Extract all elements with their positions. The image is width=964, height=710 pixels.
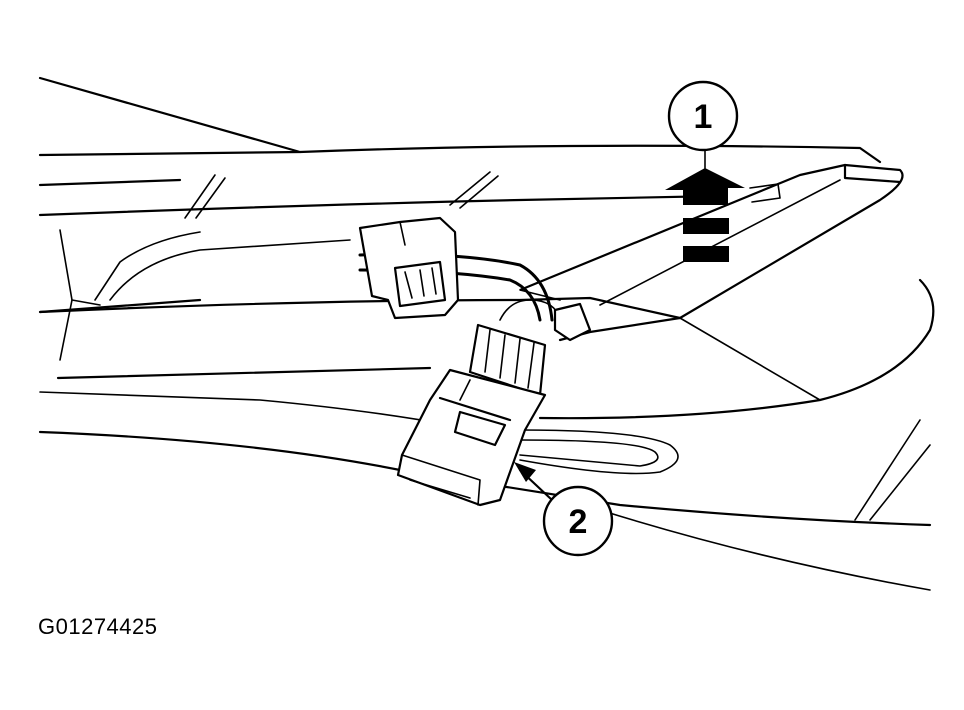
callout-2: 2 — [514, 462, 614, 557]
callout-2-circle — [542, 485, 614, 557]
trim-strip — [39, 163, 904, 401]
trim-panel-outline — [38, 76, 882, 361]
callout-1-label: 1 — [694, 98, 713, 136]
up-direction-arrow — [665, 168, 781, 262]
electrical-connector — [396, 323, 547, 507]
figure-id-label: G01274425 — [38, 614, 158, 639]
callout-2-label: 2 — [569, 503, 588, 541]
callout-1-circle — [667, 80, 739, 152]
harness-clip — [358, 216, 460, 320]
callout-1: 1 — [667, 80, 739, 169]
